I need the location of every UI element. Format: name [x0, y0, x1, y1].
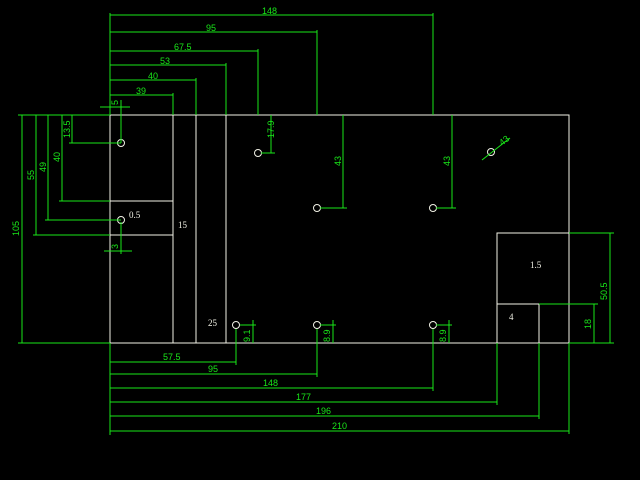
inner-dimensions: 17.9 43 43 43 9.1 8.9 8.9	[240, 115, 511, 343]
dim-17-9: 17.9	[266, 120, 276, 138]
part-labels: 0.5 15 25 1.5 4	[129, 210, 542, 328]
label-25: 25	[208, 318, 218, 328]
right-dimensions: 50.5 18	[539, 232, 614, 344]
dim-105: 105	[11, 221, 21, 236]
dim-43-diag: 43	[497, 134, 511, 148]
left-dimensions: 105 55 49 40 13.5 3	[11, 114, 132, 344]
hole-circle	[429, 204, 437, 212]
dim-5: 5	[110, 100, 120, 105]
label-4: 4	[509, 312, 514, 322]
dim-40-left: 40	[52, 152, 62, 162]
holes	[117, 139, 495, 329]
leader-line	[481, 137, 511, 161]
dim-210: 210	[332, 421, 347, 431]
dim-55: 55	[26, 170, 36, 180]
dim-39: 39	[136, 86, 146, 96]
dim-18: 18	[583, 319, 593, 329]
dim-43-mid: 43	[333, 156, 343, 166]
bottom-dimensions: 57.5 95 148 177 196 210	[109, 329, 570, 435]
dim-40-top: 40	[148, 71, 158, 81]
dim-196: 196	[316, 406, 331, 416]
label-15: 15	[178, 220, 188, 230]
dim-8-9-b: 8.9	[438, 329, 448, 342]
label-0-5: 0.5	[129, 210, 141, 220]
hole-circle	[254, 149, 262, 157]
right-small-box	[496, 303, 540, 344]
dim-50-5: 50.5	[599, 282, 609, 300]
hole-circle	[487, 148, 495, 156]
hole-circle	[429, 321, 437, 329]
hole-circle	[232, 321, 240, 329]
right-box	[496, 232, 570, 344]
dim-9-1: 9.1	[242, 329, 252, 342]
dim-57-5: 57.5	[163, 352, 181, 362]
plate-outline	[109, 114, 570, 344]
top-dimensions: 148 95 67.5 53 40 39 5	[100, 6, 434, 143]
dim-53: 53	[160, 56, 170, 66]
dim-49: 49	[38, 162, 48, 172]
dim-177: 177	[296, 392, 311, 402]
dim-95-top: 95	[206, 23, 216, 33]
dim-3: 3	[110, 244, 120, 249]
dim-95-bottom: 95	[208, 364, 218, 374]
dim-13-5: 13.5	[62, 120, 72, 138]
dim-148-top: 148	[262, 6, 277, 16]
dim-67-5: 67.5	[174, 42, 192, 52]
label-1-5: 1.5	[530, 260, 542, 270]
dim-8-9-a: 8.9	[322, 329, 332, 342]
dim-148-bottom: 148	[263, 378, 278, 388]
dim-43-right: 43	[442, 156, 452, 166]
hole-circle	[313, 204, 321, 212]
hole-circle	[313, 321, 321, 329]
